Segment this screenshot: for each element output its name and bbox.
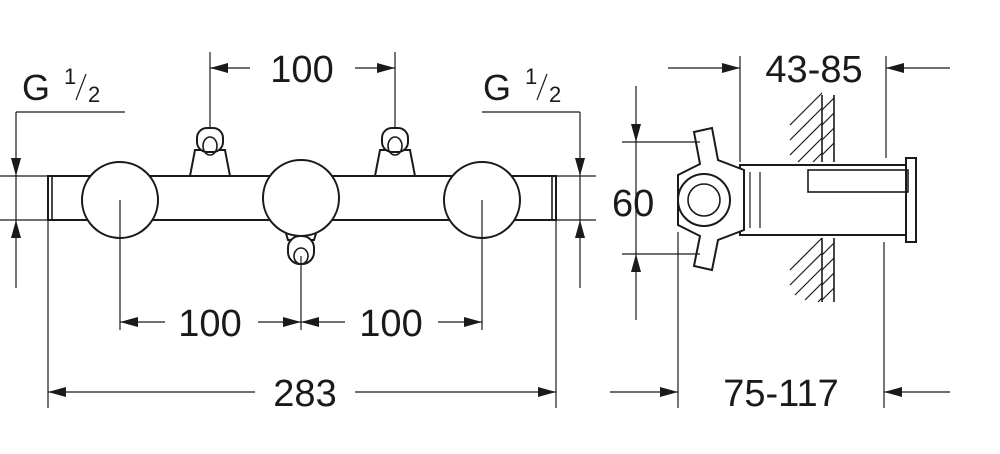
dim-wall-range: 43-85 (668, 49, 950, 162)
dim-spacing-row: 100 100 (120, 303, 482, 345)
wall-hatch-bottom (789, 237, 835, 303)
svg-text:G: G (22, 67, 50, 108)
svg-text:G: G (483, 67, 511, 108)
top-inlet-right (373, 127, 417, 177)
thread-callout-right: G 1 2 (482, 64, 596, 288)
dim-wall-range-label: 43-85 (765, 49, 862, 91)
thread-left-num: 1 (64, 64, 76, 89)
dim-overall-width: 283 (48, 373, 556, 415)
dim-spacing-left-label: 100 (178, 303, 241, 345)
dim-top-spacing: 100 (210, 49, 395, 91)
dim-height: 60 (612, 86, 700, 320)
wall-hatch-top (789, 92, 835, 163)
svg-text:1: 1 (64, 64, 76, 89)
dim-depth-range: 75-117 (610, 232, 950, 415)
svg-text:1: 1 (525, 64, 537, 89)
thread-callout-left: G 1 2 (0, 64, 125, 288)
thread-right-prefix: G (483, 67, 511, 108)
wall-section (789, 92, 835, 303)
thread-right-num: 1 (525, 64, 537, 89)
thread-left-prefix: G (22, 67, 50, 108)
dim-overall-width-label: 283 (273, 373, 336, 415)
valve-body-center (262, 159, 340, 237)
dim-spacing-right-label: 100 (359, 303, 422, 345)
svg-text:2: 2 (88, 82, 100, 107)
dim-top-spacing-label: 100 (270, 49, 333, 91)
side-housing (739, 157, 917, 243)
side-valve-body (677, 126, 745, 272)
dim-height-label: 60 (612, 183, 654, 225)
top-inlet-left (188, 127, 232, 177)
side-view: 60 43-85 75-117 (610, 49, 950, 415)
thread-right-den: 2 (549, 82, 561, 107)
thread-left-den: 2 (88, 82, 100, 107)
front-view: 100 100 100 283 (0, 49, 596, 415)
svg-text:2: 2 (549, 82, 561, 107)
dim-depth-range-label: 75-117 (723, 373, 839, 415)
